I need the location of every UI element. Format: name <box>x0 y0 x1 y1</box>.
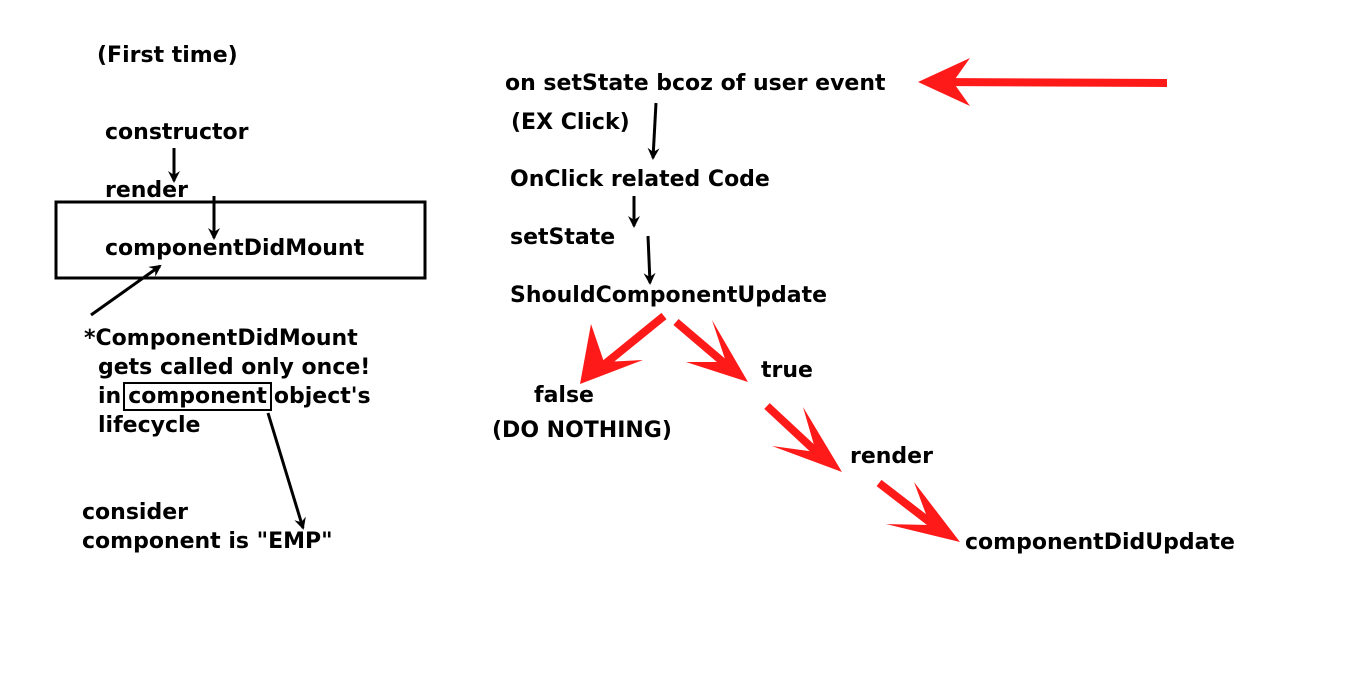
label-render-first: render <box>105 178 188 203</box>
label-example: (EX Click) <box>511 110 630 135</box>
label-false: false <box>534 383 594 408</box>
label-componentdidmount: componentDidMount <box>105 236 365 261</box>
label-render-update: render <box>850 444 933 469</box>
label-constructor: constructor <box>105 120 249 145</box>
red-arrow-to-false <box>580 312 667 384</box>
red-arrow-to-render <box>764 403 842 472</box>
red-arrow-user-event <box>918 58 1168 106</box>
note-line-3-prefix: in <box>98 384 122 409</box>
label-setstate: setState <box>510 225 616 250</box>
consider-line-1: consider <box>82 500 188 525</box>
arrow-component-to-consider <box>266 412 306 530</box>
note-line-2: gets called only once! <box>98 355 371 380</box>
arrow-note-to-didmount <box>90 264 162 317</box>
label-trigger: on setState bcoz of user event <box>505 71 886 96</box>
red-arrow-to-didupdate <box>876 479 960 542</box>
note-line-3-suffix: object's <box>273 384 371 409</box>
red-arrow-to-true <box>673 318 748 382</box>
label-onclick-code: OnClick related Code <box>510 167 770 192</box>
consider-line-2: component is "EMP" <box>82 529 333 554</box>
label-true: true <box>761 358 813 383</box>
note-line-1: *ComponentDidMount <box>84 326 358 351</box>
label-componentdidupdate: componentDidUpdate <box>965 530 1235 555</box>
componentdidmount-box <box>54 200 427 280</box>
note-boxed-component: component <box>123 382 272 411</box>
label-shouldcomponentupdate: ShouldComponentUpdate <box>510 283 828 308</box>
arrow-exclick-to-onclick <box>647 102 660 160</box>
heading-first-time: (First time) <box>97 43 238 68</box>
arrow-setstate-to-shouldupdate <box>643 235 656 285</box>
note-line-4: lifecycle <box>98 413 201 438</box>
label-do-nothing: (DO NOTHING) <box>492 418 672 443</box>
